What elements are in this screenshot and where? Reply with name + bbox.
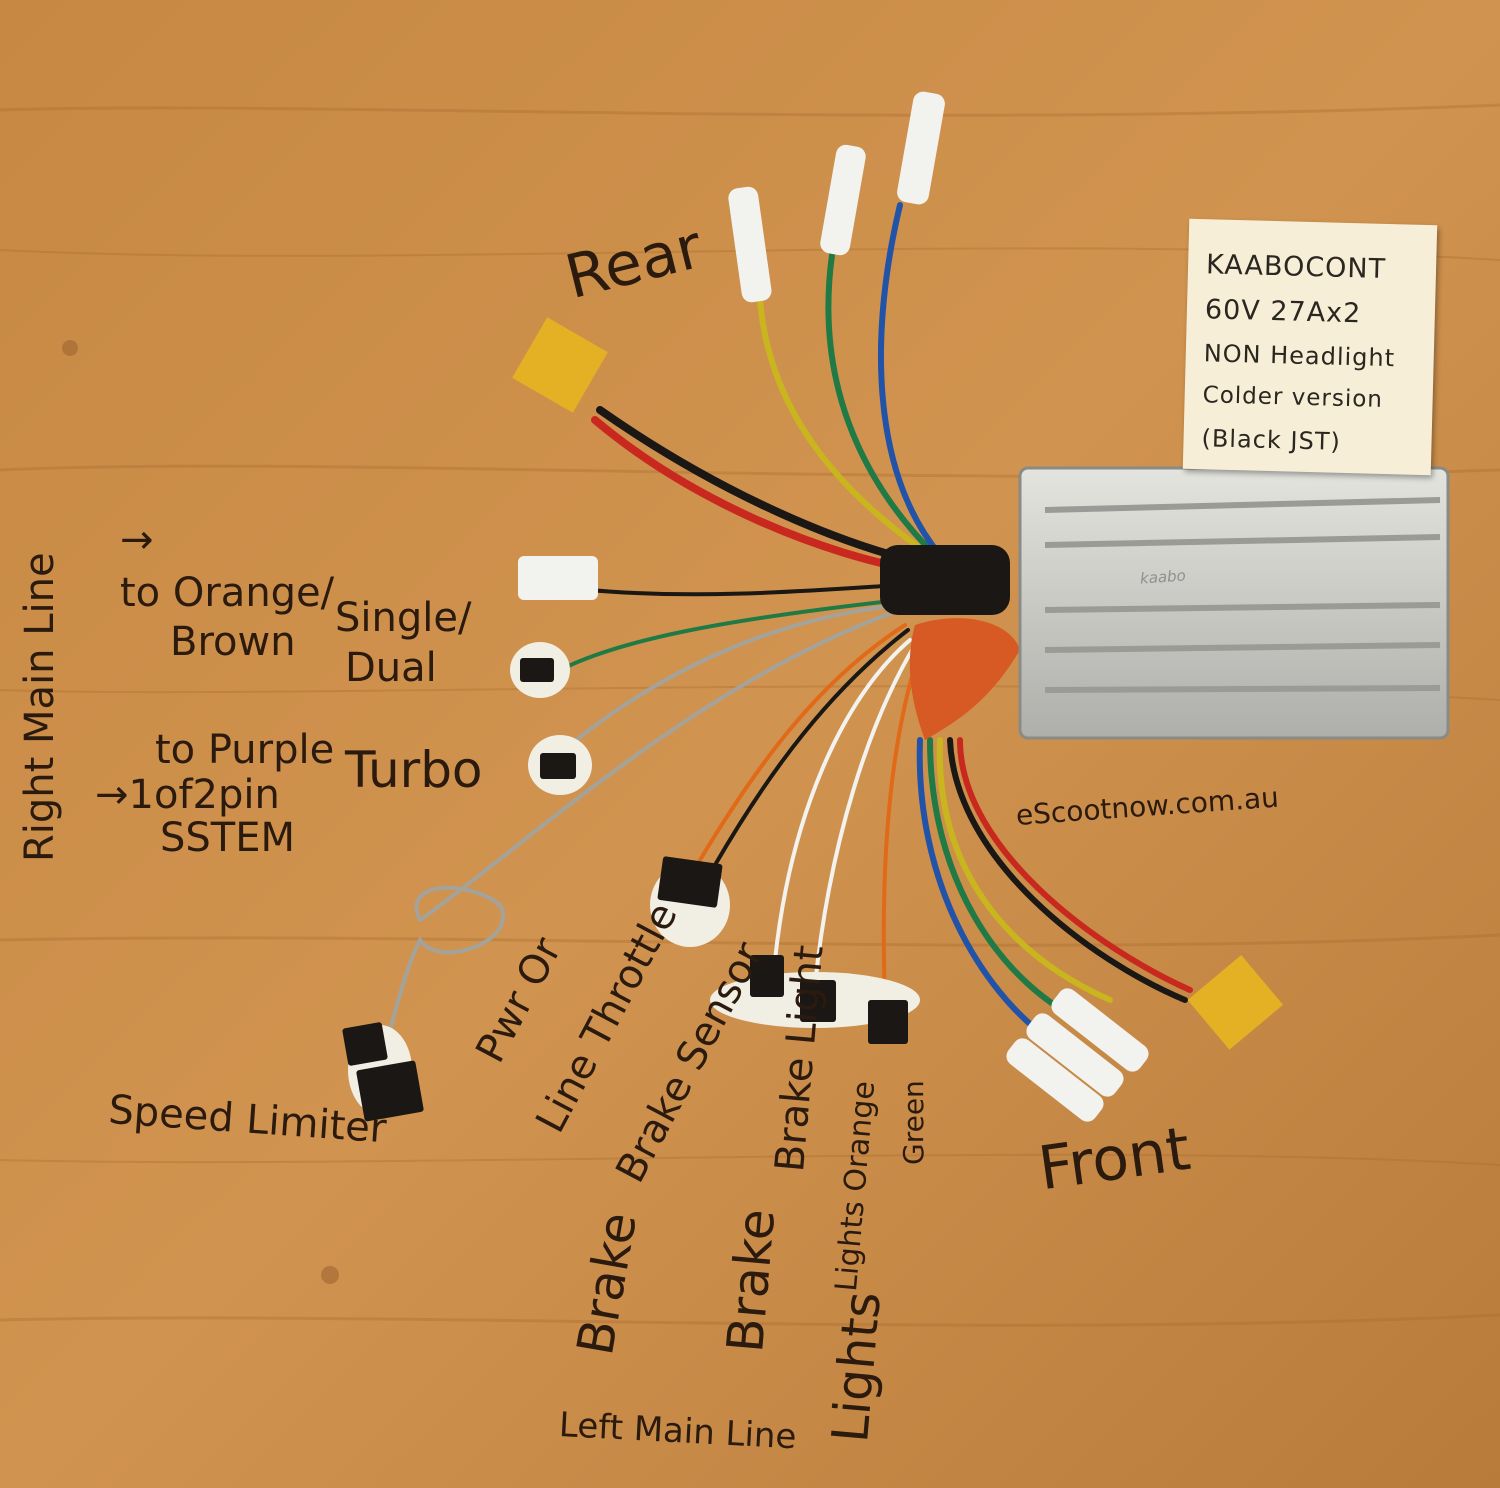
note-line: NON Headlight [1203,339,1396,373]
front-phase-connectors [1006,988,1149,1122]
right-main-line-label: Right Main Line [17,552,63,862]
note-line: Colder version [1202,382,1384,413]
front-xt-connector [1187,954,1284,1050]
white-power-connector [518,556,598,600]
rear-motor-wires [757,202,943,558]
controller-box [1018,466,1450,740]
brake-label: Brake [716,1206,787,1355]
harness-wrap [880,545,1020,740]
to-orange-brown-label: Brown [170,619,296,665]
note-line: (Black JST) [1201,424,1342,456]
speed-limiter-loop [378,885,505,1061]
jst-connectors [342,642,920,1122]
sstem-label: SSTEM [160,815,295,861]
note-line: KAABOCONT [1205,249,1387,285]
single-dual-label: Dual [345,645,437,691]
lights-label: Lights [821,1289,892,1445]
wood-grain [0,103,1500,1327]
to-purple-label: to Purple [155,727,335,773]
wood-knot [321,1266,339,1284]
to-1of2pin-label: →1of2pin [95,772,280,818]
sticky-note: KAABOCONT 60V 27Ax2 NON Headlight Colder… [1182,218,1438,476]
wood-knot [62,340,78,356]
turbo-label: Turbo [345,741,483,799]
to-orange-brown-label: to Orange/ [120,570,335,616]
controller-brand-label: kaabo [1139,566,1187,588]
arrow-label: → [120,517,154,563]
rear-phase-connectors [728,91,945,303]
rear-xt-connector [512,317,608,413]
note-line: 60V 27Ax2 [1204,294,1362,330]
signal-wires [418,583,922,1002]
green-label: Green [897,1080,930,1165]
front-wires [916,737,1193,1043]
single-dual-label: Single/ [335,595,472,641]
